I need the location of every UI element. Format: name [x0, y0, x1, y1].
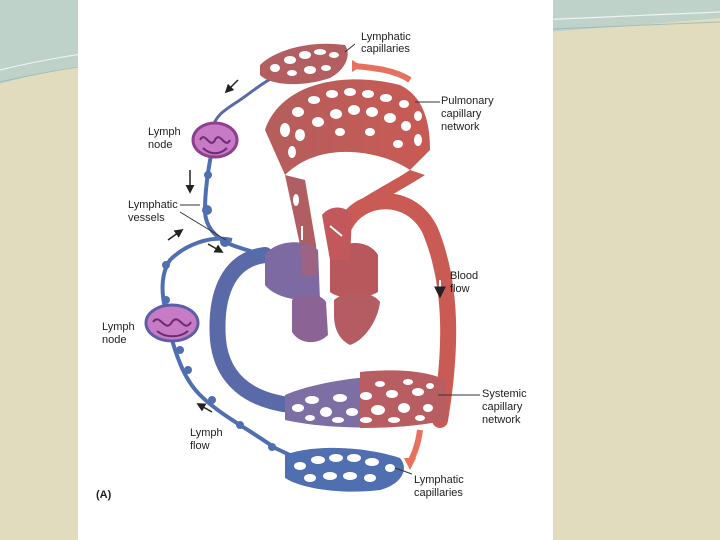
label-lymph-node-bottom: Lymph node [102, 321, 138, 346]
label-systemic-capillary-network: Systemic capillary network [482, 388, 530, 426]
lymphatic-capillaries-top [260, 43, 348, 85]
label-blood-flow: Blood flow [450, 270, 481, 295]
label-lymphatic-capillaries-bottom: Lymphatic capillaries [414, 474, 467, 499]
blood-flow-arrows [301, 60, 446, 470]
label-pulmonary-capillary-network: Pulmonary capillary network [441, 95, 497, 133]
label-lymph-node-top: Lymph node [148, 126, 184, 151]
lymph-flow-arrows [167, 79, 239, 413]
label-lymphatic-vessels: Lymphatic vessels [128, 199, 181, 224]
lymph-node-bottom [144, 303, 200, 343]
lymph-node-top [191, 121, 239, 159]
label-lymphatic-capillaries-top: Lymphatic capillaries [361, 31, 414, 55]
leader-lines [179, 43, 480, 475]
labels: Lymphatic capillaries Pulmonary capillar… [96, 31, 530, 501]
systemic-capillary-network [285, 370, 448, 428]
heart [265, 207, 380, 345]
pulmonary-capillary-network [265, 79, 430, 245]
panel-tag: (A) [96, 489, 112, 501]
lymphatic-capillaries-bottom [285, 447, 404, 492]
label-lymph-flow: Lymph flow [190, 427, 226, 452]
